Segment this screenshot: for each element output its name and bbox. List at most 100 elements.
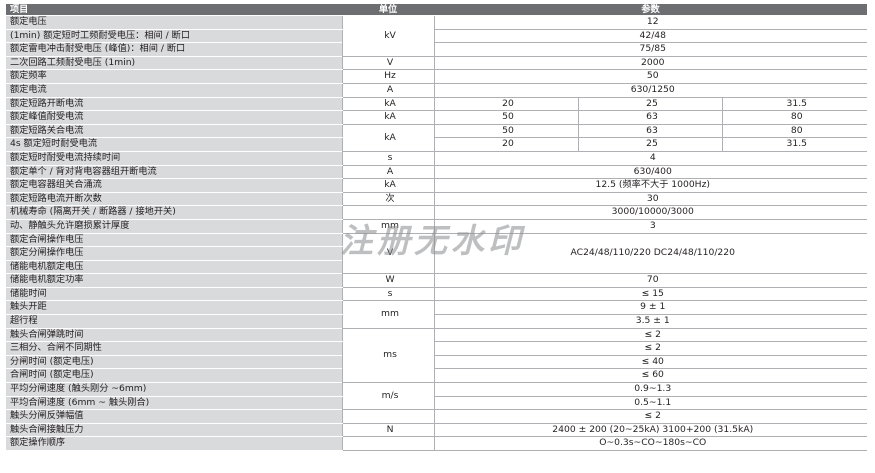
unit-cell: kA: [341, 110, 434, 125]
item-label: 平均分闸速度 (触头刚分 ~6mm): [6, 382, 342, 397]
table-row: 4s 额定短时耐受电流 20 25 31.5: [6, 137, 867, 152]
table-row: 额定电容器组关合涌流 kA 12.5 (频率不大于 1000Hz): [6, 178, 867, 193]
value-cell: 2000: [433, 56, 867, 71]
item-label: 二次回路工频耐受电压 (1min): [6, 56, 342, 71]
item-label: 触头合闸接触压力: [6, 423, 342, 438]
item-label: 额定合闸操作电压: [6, 233, 342, 248]
unit-cell: V: [341, 233, 434, 275]
table-row: 储能时间 s ≤ 15: [6, 287, 867, 302]
table-row: 分闸时间 (额定电压) ≤ 40: [6, 355, 867, 370]
value-cell: 630/1250: [433, 83, 867, 98]
watermark-text: 注册无水印: [340, 221, 525, 260]
value-cell: 9 ± 1: [433, 300, 867, 316]
value-cell: 30: [433, 192, 867, 207]
unit-cell: [341, 409, 434, 424]
item-label: 额定电流: [6, 83, 342, 98]
value-cell: 2400 ± 200 (20~25kA) 3100+200 (31.5kA): [433, 423, 867, 438]
table-row: 额定操作顺序 O~0.3s~CO~180s~CO: [6, 436, 867, 451]
unit-cell: s: [341, 287, 434, 302]
item-label: 平均合闸速度 (6mm ~ 触头刚合): [6, 396, 342, 411]
table-row: 额定合闸操作电压 V AC24/48/110/220 DC24/48/110/2…: [6, 233, 867, 275]
value-cell: 4: [433, 151, 867, 166]
item-label: 额定短路电流开断次数: [6, 192, 342, 207]
value-cell: 3.5 ± 1: [433, 314, 867, 329]
item-label: 触头开距: [6, 300, 342, 316]
item-label: 触头合闸弹跳时间: [6, 328, 342, 343]
item-label: 额定峰值耐受电流: [6, 110, 342, 125]
table-row: 触头分闸反弹幅值 ≤ 2: [6, 409, 867, 424]
value-cell: 50: [433, 124, 578, 139]
table-row: 储能电机额定电压: [6, 260, 867, 275]
item-label: 储能时间: [6, 287, 342, 302]
value-cell: ≤ 2: [433, 409, 867, 424]
value-cell: 50: [433, 110, 578, 125]
table-row: 二次回路工频耐受电压 (1min) V 2000: [6, 56, 867, 71]
value-cell: ≤ 60: [433, 368, 867, 384]
unit-cell: ms: [341, 328, 434, 384]
value-cell: ≤ 40: [433, 355, 867, 370]
table-row: 额定短时耐受电流持续时间 s 4: [6, 151, 867, 166]
table-row: 平均分闸速度 (触头刚分 ~6mm) m/s 0.9~1.3: [6, 382, 867, 411]
value-cell: 12.5 (频率不大于 1000Hz): [433, 178, 867, 193]
value-cell: 80: [721, 110, 867, 125]
header-unit: 单位: [342, 4, 434, 16]
item-label: 4s 额定短时耐受电流: [6, 137, 342, 152]
item-label: 额定单个 / 背对背电容器组开断电流: [6, 165, 342, 180]
table-row: 三相分、合闸不同期性 ≤ 2: [6, 341, 867, 356]
value-cell: ≤ 2: [433, 341, 867, 356]
item-label: 分闸时间 (额定电压): [6, 355, 342, 370]
value-cell: 0.5~1.1: [433, 396, 867, 411]
table-row: 平均合闸速度 (6mm ~ 触头刚合) 0.5~1.1: [6, 396, 867, 411]
value-cell: 25: [577, 137, 722, 152]
table-row: 触头合闸弹跳时间 ms ≤ 2: [6, 328, 867, 384]
table-row: 动、静触头允许磨损累计厚度 mm 3: [6, 219, 867, 234]
value-cell: 31.5: [721, 97, 867, 112]
value-cell: 63: [577, 124, 722, 139]
table-row: 额定短路电流开断次数 次 30: [6, 192, 867, 207]
unit-cell: Hz: [341, 69, 434, 84]
table-row: 触头合闸接触压力 N 2400 ± 200 (20~25kA) 3100+200…: [6, 423, 867, 438]
unit-cell: kA: [341, 178, 434, 193]
unit-cell: mm: [341, 300, 434, 329]
item-label: 额定短时耐受电流持续时间: [6, 151, 342, 166]
table-row: 额定雷电冲击耐受电压 (峰值)：相间 / 断口 75/85: [6, 42, 867, 57]
unit-cell: s: [341, 151, 434, 166]
item-label: 合闸时间 (额定电压): [6, 368, 342, 384]
unit-cell: 次: [341, 192, 434, 207]
table-row: 储能电机额定功率 W 70: [6, 273, 867, 288]
value-cell: 50: [433, 69, 867, 84]
value-cell: ≤ 15: [433, 287, 867, 302]
item-label: 额定雷电冲击耐受电压 (峰值)：相间 / 断口: [6, 42, 342, 57]
unit-cell: kV: [341, 15, 434, 57]
item-label: 储能电机额定电压: [6, 260, 342, 275]
table-row: 机械寿命 (隔离开关 / 断路器 / 接地开关) 3000/10000/3000: [6, 205, 867, 220]
table-row: 额定单个 / 背对背电容器组开断电流 A 630/400: [6, 165, 867, 180]
table-row: 额定频率 Hz 50: [6, 69, 867, 84]
table-row: 触头开距 mm 9 ± 1: [6, 300, 867, 329]
unit-cell: W: [341, 273, 434, 288]
value-cell: 20: [433, 97, 578, 112]
value-cell: 12: [433, 15, 867, 30]
item-label: 三相分、合闸不同期性: [6, 341, 342, 356]
value-cell: ≤ 2: [433, 328, 867, 343]
item-label: 动、静触头允许磨损累计厚度: [6, 219, 342, 234]
value-cell: O~0.3s~CO~180s~CO: [433, 436, 867, 451]
value-cell: 63: [577, 110, 722, 125]
value-cell: 3000/10000/3000: [433, 205, 867, 220]
table-row: 合闸时间 (额定电压) ≤ 60: [6, 368, 867, 384]
item-label: 额定短路关合电流: [6, 124, 342, 139]
value-cell: AC24/48/110/220 DC24/48/110/220: [433, 233, 867, 275]
item-label: 机械寿命 (隔离开关 / 断路器 / 接地开关): [6, 205, 342, 220]
item-label: 触头分闸反弹幅值: [6, 409, 342, 424]
value-cell: 42/48: [433, 29, 867, 44]
value-cell: 75/85: [433, 42, 867, 57]
item-label: 额定电压: [6, 15, 342, 30]
unit-cell: kA: [341, 97, 434, 112]
value-cell: 70: [433, 273, 867, 288]
table-row: 额定电流 A 630/1250: [6, 83, 867, 98]
value-cell: 31.5: [721, 137, 867, 152]
value-cell: 630/400: [433, 165, 867, 180]
item-label: 超行程: [6, 314, 342, 329]
item-label: 储能电机额定功率: [6, 273, 342, 288]
header-item: 项目: [6, 4, 342, 16]
